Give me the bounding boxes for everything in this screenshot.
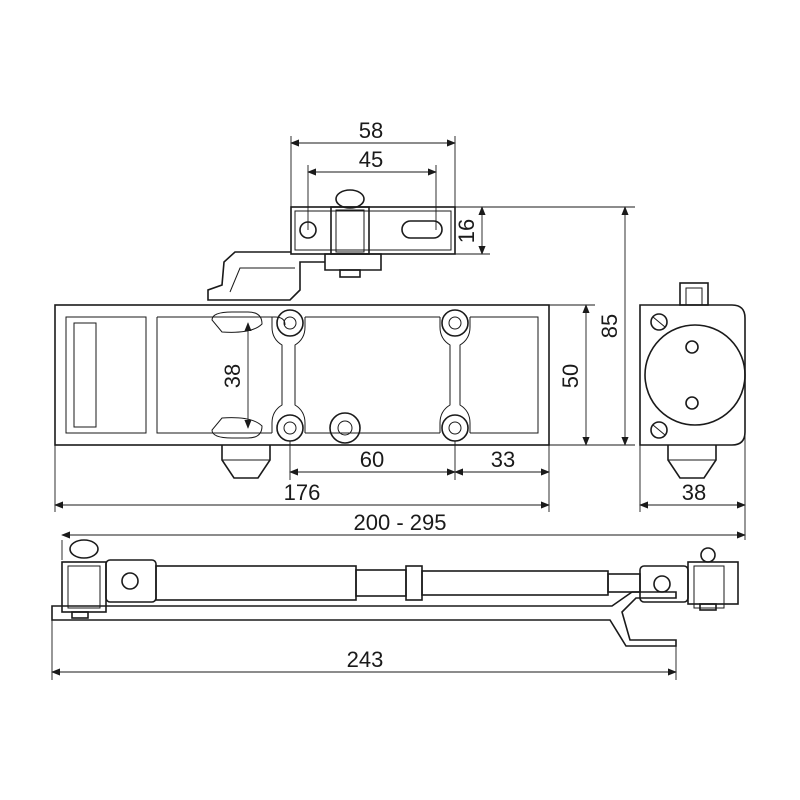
dim-side-depth: 38 [682, 480, 706, 505]
dim-mount-hole-vertical: 38 [220, 364, 245, 388]
dim-arm-range: 200 - 295 [354, 510, 447, 535]
dim-body-length: 176 [284, 480, 321, 505]
closer-body [54, 304, 550, 479]
arm-assembly [51, 539, 739, 647]
dimension-labels: 58 45 16 85 50 38 60 33 176 38 200 - 295… [220, 118, 706, 672]
dimension-lines [51, 136, 746, 680]
dim-total-height: 85 [597, 314, 622, 338]
dim-mount-hole-horizontal: 60 [360, 447, 384, 472]
mounting-holes [276, 309, 469, 444]
top-bracket [207, 189, 456, 301]
dim-bracket-hole-spacing: 45 [359, 147, 383, 172]
dim-hole-to-end: 33 [491, 447, 515, 472]
dim-bracket-width: 58 [359, 118, 383, 143]
side-view [639, 282, 746, 479]
dim-body-height: 50 [558, 364, 583, 388]
dim-arm-length: 243 [347, 647, 384, 672]
dim-bracket-height: 16 [454, 219, 479, 243]
